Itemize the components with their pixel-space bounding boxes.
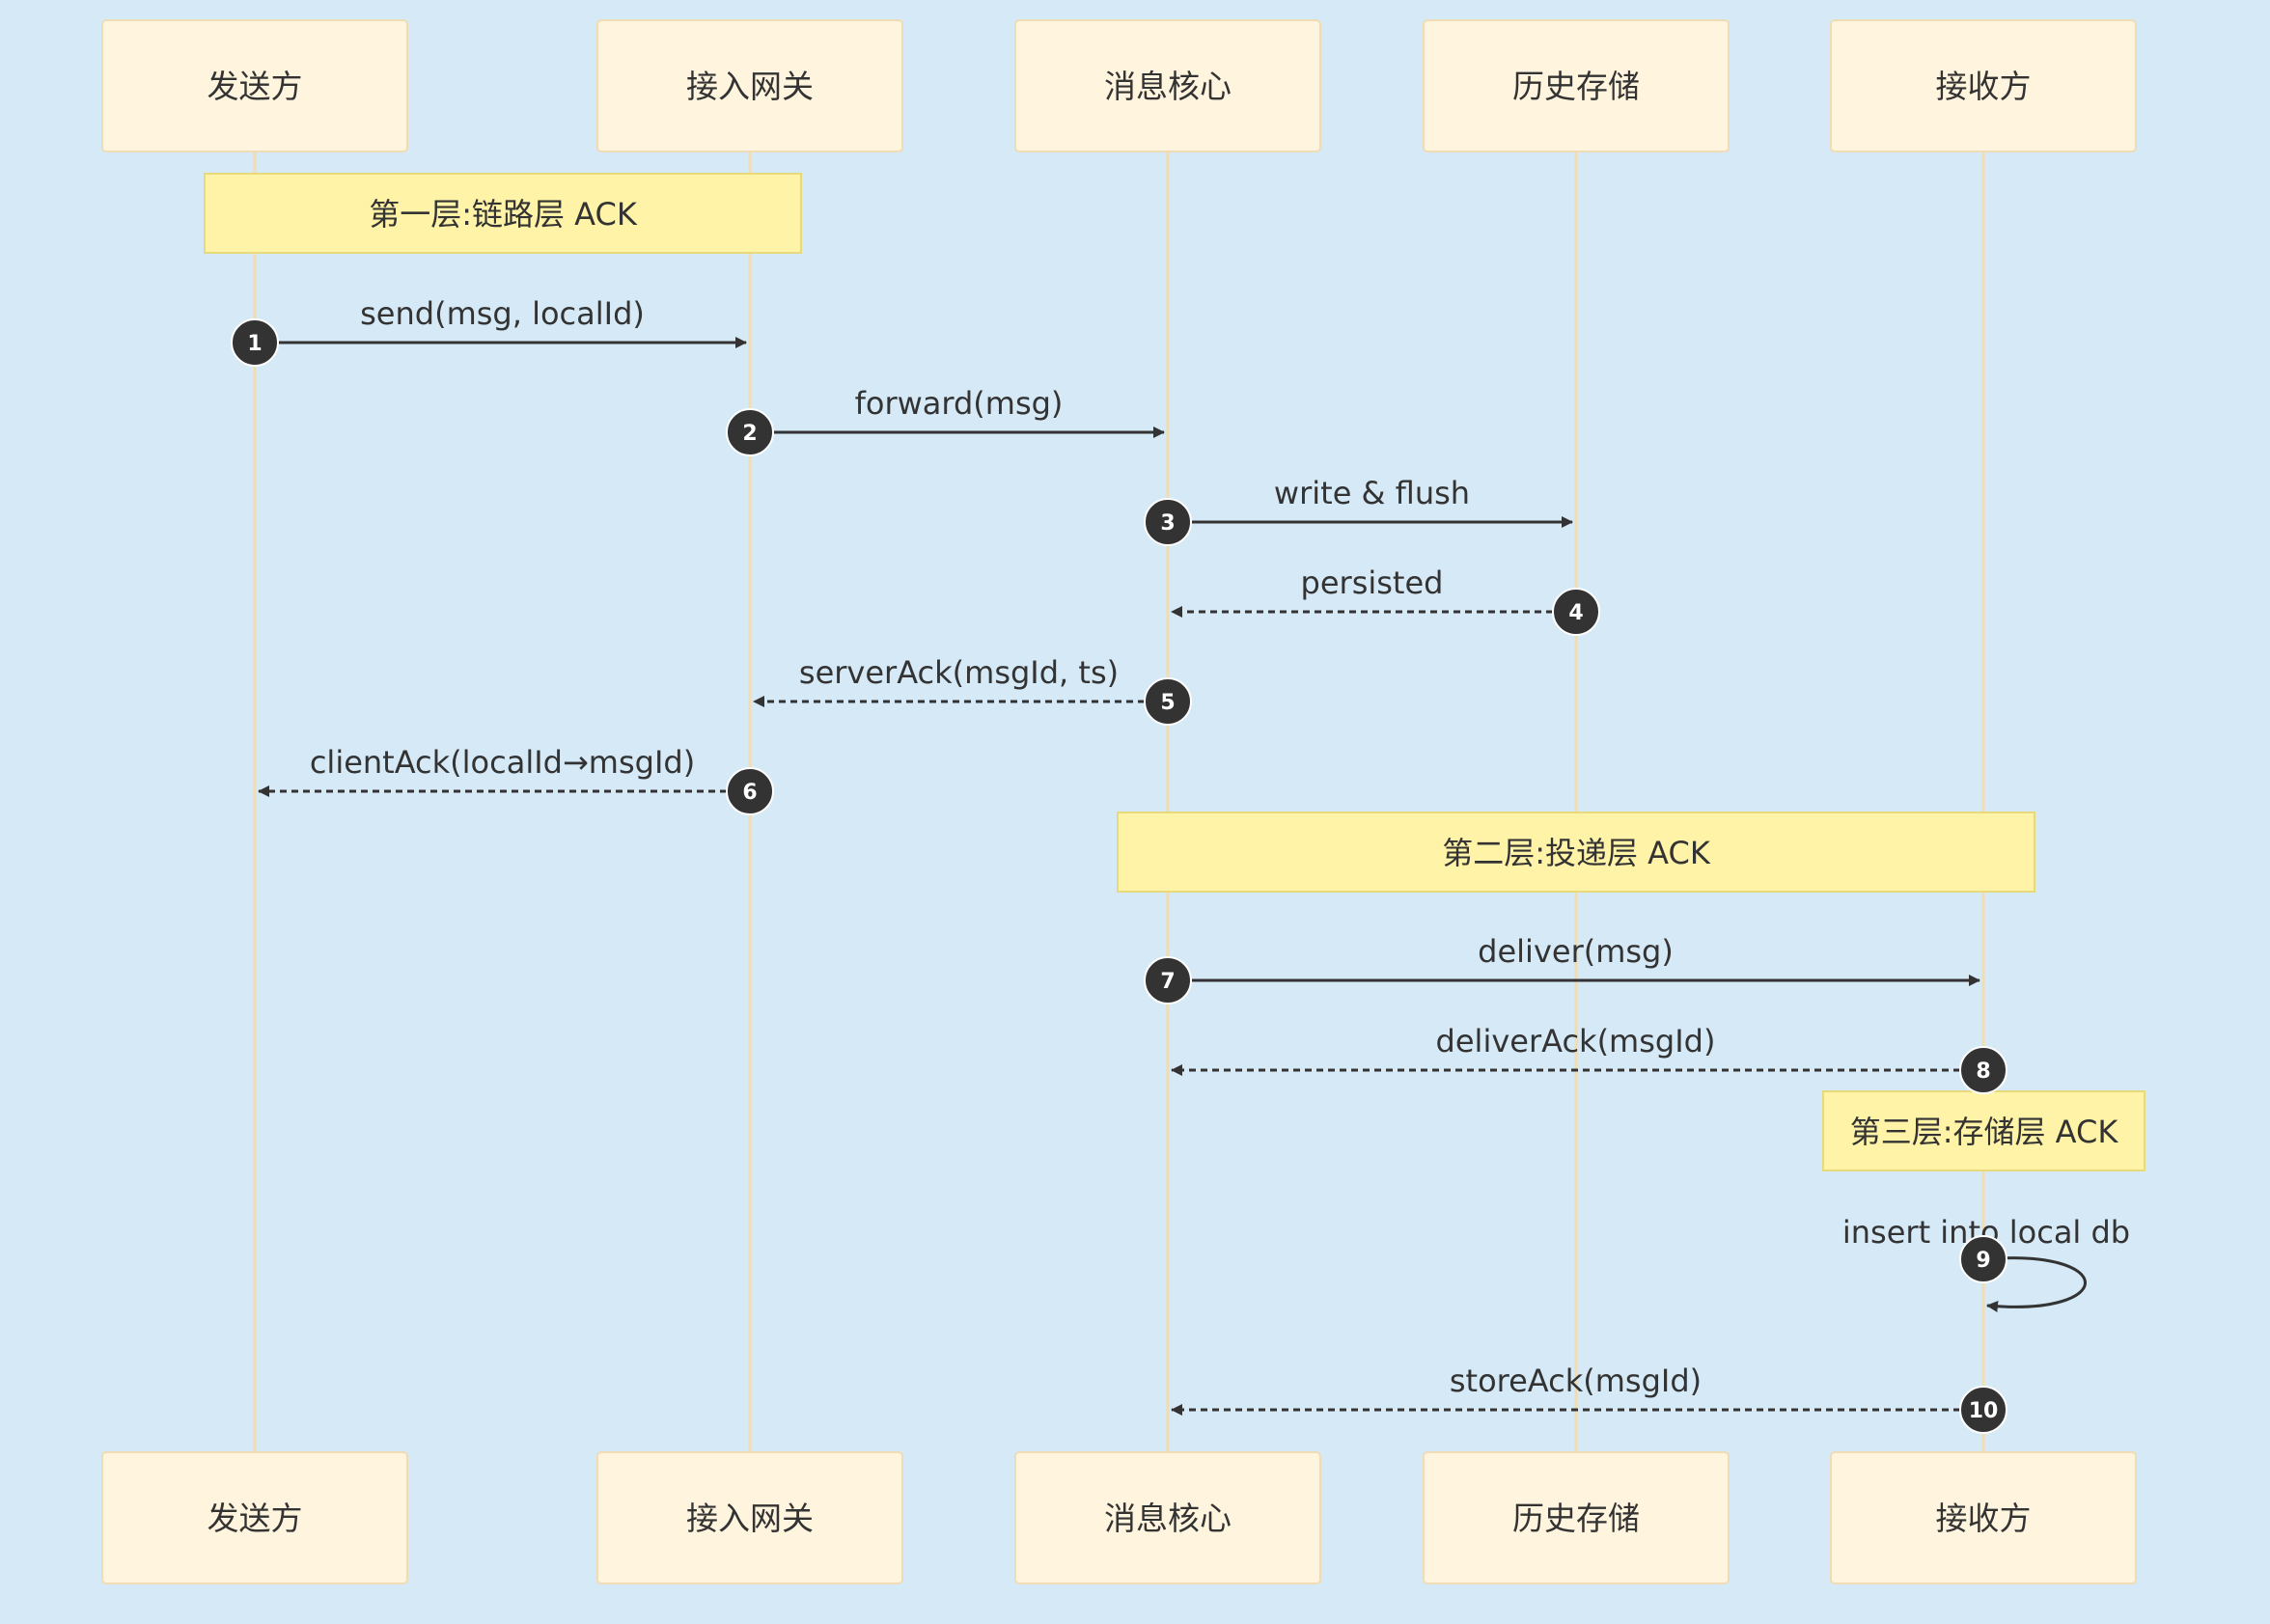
message-3: write & flush 3 bbox=[1144, 475, 1573, 546]
message-8: deliverAck(msgId) 8 bbox=[1171, 1023, 2007, 1094]
message-6: clientAck(localId→msgId) 6 bbox=[258, 744, 774, 815]
badge-number: 4 bbox=[1568, 601, 1583, 625]
message-label: storeAck(msgId) bbox=[1450, 1363, 1702, 1399]
actor-label: 消息核心 bbox=[1104, 1500, 1232, 1537]
actor-gateway-bottom: 接入网关 bbox=[596, 1451, 903, 1584]
sequence-number-badge: 8 bbox=[1959, 1046, 2007, 1094]
badge-circle bbox=[1144, 956, 1192, 1005]
actor-core-top: 消息核心 bbox=[1014, 19, 1321, 152]
actor-box bbox=[1423, 19, 1730, 152]
note-layer-1: 第一层:链路层 ACK bbox=[204, 173, 802, 254]
message-9: insert into local db9 bbox=[1842, 1214, 2130, 1312]
actor-box bbox=[596, 1451, 903, 1584]
actor-label: 历史存储 bbox=[1512, 1500, 1640, 1537]
actor-box bbox=[596, 19, 903, 152]
message-label: send(msg, localId) bbox=[360, 295, 645, 332]
sequence-number-badge: 9 bbox=[1959, 1235, 2007, 1283]
actor-sender-top: 发送方 bbox=[101, 19, 408, 152]
note-label: 第一层:链路层 ACK bbox=[369, 196, 638, 233]
actor-box bbox=[101, 19, 408, 152]
actor-box bbox=[1830, 19, 2137, 152]
actor-label: 接收方 bbox=[1936, 1500, 2032, 1537]
badge-number: 8 bbox=[1976, 1060, 1990, 1084]
badge-number: 5 bbox=[1160, 691, 1175, 715]
note-box bbox=[204, 173, 802, 254]
actor-box bbox=[101, 1451, 408, 1584]
actor-box bbox=[1423, 1451, 1730, 1584]
sequence-number-badge: 1 bbox=[231, 318, 279, 367]
badge-number: 2 bbox=[742, 422, 757, 446]
sequence-number-badge: 10 bbox=[1959, 1386, 2007, 1434]
note-label: 第三层:存储层 ACK bbox=[1850, 1114, 2119, 1150]
note-layer-3: 第三层:存储层 ACK bbox=[1822, 1090, 2145, 1171]
note-box bbox=[1117, 812, 2035, 893]
message-7: deliver(msg) 7 bbox=[1144, 933, 1980, 1005]
badge-number: 9 bbox=[1976, 1249, 1990, 1273]
actor-label: 发送方 bbox=[208, 68, 303, 105]
actor-label: 接收方 bbox=[1936, 68, 2032, 105]
message-arrow bbox=[1982, 1256, 2087, 1312]
sequence-number-badge: 5 bbox=[1144, 677, 1192, 726]
message-1: send(msg, localId) 1 bbox=[231, 295, 747, 367]
actor-box bbox=[1830, 1451, 2137, 1584]
sequence-number-badge: 6 bbox=[726, 767, 774, 815]
note-layer-2: 第二层:投递层 ACK bbox=[1117, 812, 2035, 893]
actor-label: 接入网关 bbox=[686, 68, 814, 105]
badge-number: 7 bbox=[1160, 970, 1175, 994]
message-label: serverAck(msgId, ts) bbox=[799, 654, 1119, 691]
message-5: serverAck(msgId, ts) 5 bbox=[753, 654, 1192, 726]
badge-number: 1 bbox=[247, 332, 262, 356]
actor-box bbox=[1014, 1451, 1321, 1584]
badge-number: 3 bbox=[1160, 511, 1175, 536]
actor-label: 接入网关 bbox=[686, 1500, 814, 1537]
note-box bbox=[1822, 1090, 2145, 1171]
sequence-number-badge: 4 bbox=[1552, 588, 1600, 636]
actor-receiver-bottom: 接收方 bbox=[1830, 1451, 2137, 1584]
sequence-number-badge: 3 bbox=[1144, 498, 1192, 546]
badge-circle bbox=[726, 767, 774, 815]
badge-circle bbox=[1144, 498, 1192, 546]
actor-label: 消息核心 bbox=[1104, 68, 1232, 105]
actor-core-bottom: 消息核心 bbox=[1014, 1451, 1321, 1584]
actor-sender-bottom: 发送方 bbox=[101, 1451, 408, 1584]
message-label: deliver(msg) bbox=[1478, 933, 1674, 970]
actor-gateway-top: 接入网关 bbox=[596, 19, 903, 152]
badge-circle bbox=[1959, 1386, 2007, 1434]
note-label: 第二层:投递层 ACK bbox=[1442, 835, 1711, 871]
message-4: persisted 4 bbox=[1171, 564, 1600, 636]
message-label: clientAck(localId→msgId) bbox=[310, 744, 695, 781]
badge-circle bbox=[726, 408, 774, 456]
message-label: deliverAck(msgId) bbox=[1436, 1023, 1716, 1060]
badge-circle bbox=[1552, 588, 1600, 636]
badge-circle bbox=[231, 318, 279, 367]
actor-history-bottom: 历史存储 bbox=[1423, 1451, 1730, 1584]
message-label: persisted bbox=[1301, 564, 1444, 601]
actor-box bbox=[1014, 19, 1321, 152]
message-label: forward(msg) bbox=[855, 385, 1064, 422]
badge-circle bbox=[1144, 677, 1192, 726]
message-label: write & flush bbox=[1274, 475, 1470, 511]
badge-circle bbox=[1959, 1046, 2007, 1094]
sequence-number-badge: 7 bbox=[1144, 956, 1192, 1005]
actor-label: 历史存储 bbox=[1512, 68, 1640, 105]
badge-number: 6 bbox=[742, 781, 757, 805]
actor-label: 发送方 bbox=[208, 1500, 303, 1537]
actor-history-top: 历史存储 bbox=[1423, 19, 1730, 152]
badge-circle bbox=[1959, 1235, 2007, 1283]
sequence-number-badge: 2 bbox=[726, 408, 774, 456]
actor-receiver-top: 接收方 bbox=[1830, 19, 2137, 152]
badge-number: 10 bbox=[1969, 1399, 1999, 1423]
message-2: forward(msg) 2 bbox=[726, 385, 1165, 456]
message-10: storeAck(msgId) 10 bbox=[1171, 1363, 2007, 1434]
